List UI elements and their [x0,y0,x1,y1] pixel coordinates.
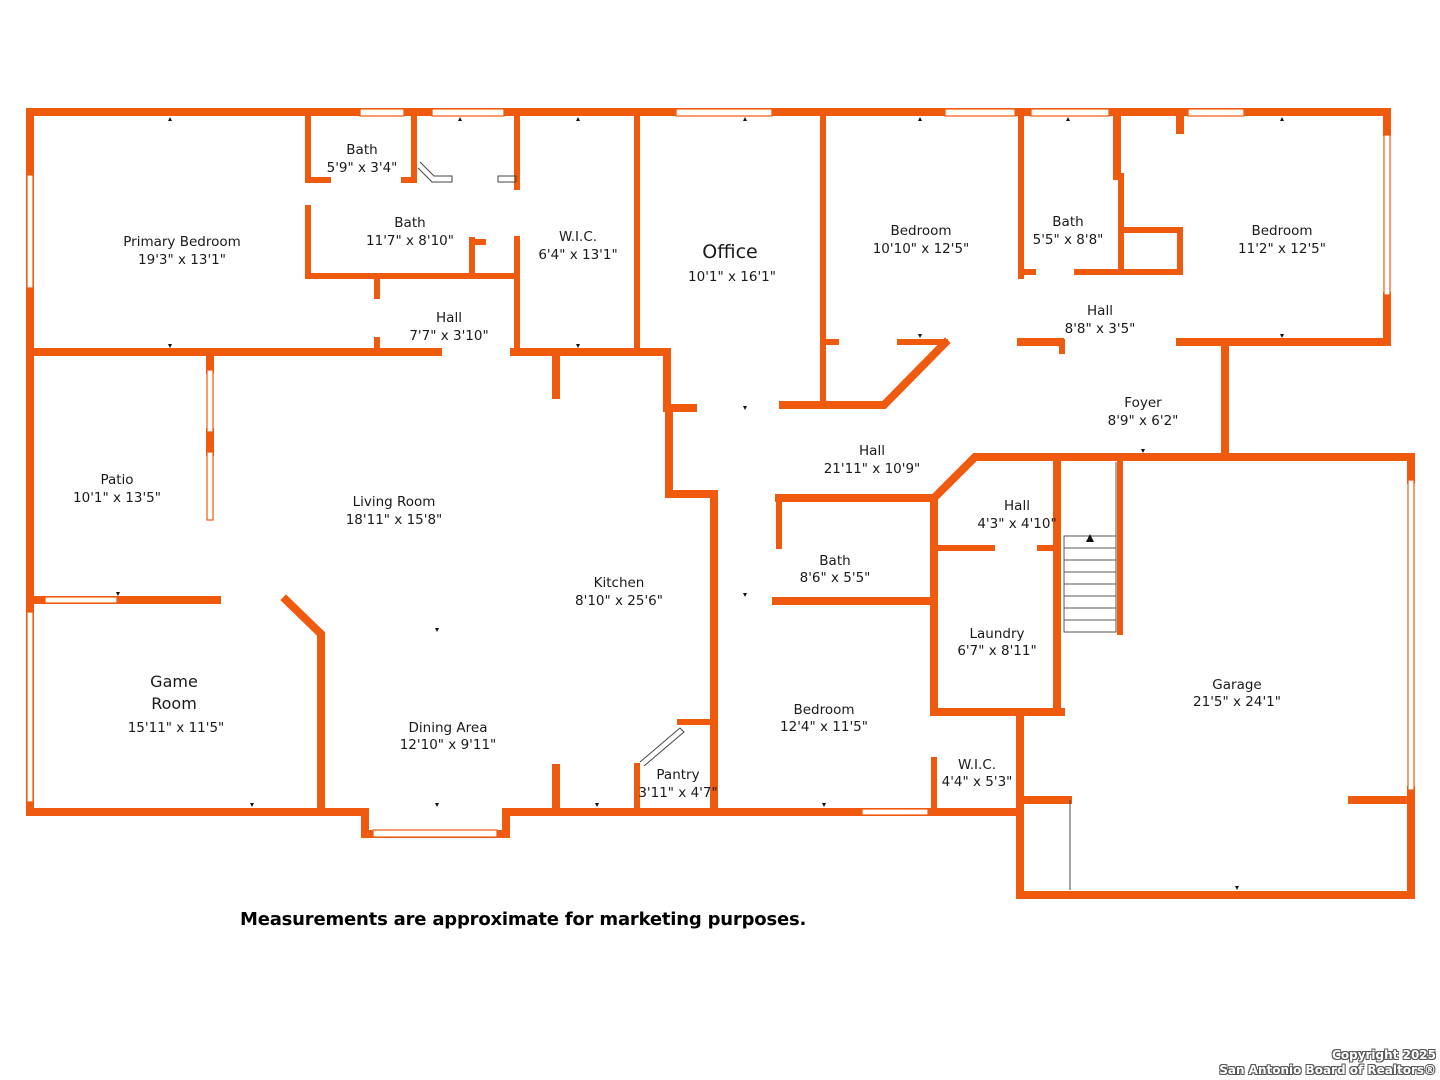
stair-arrow-icon [1086,534,1094,542]
room-name-wic-primary: W.I.C. [559,229,597,245]
room-dims-kitchen: 8'10" x 25'6" [575,593,663,609]
stairs [1063,462,1117,633]
room-name-game-room-line1: Game [150,672,198,691]
room-dims-wic-primary: 6'4" x 13'1" [538,247,617,263]
room-dims-office: 10'1" x 16'1" [688,269,776,285]
room-dims-patio: 10'1" x 13'5" [73,490,161,506]
room-name-living-room: Living Room [353,494,436,510]
copyright-line: Copyright 2025 [1332,1048,1436,1062]
disclaimer-note: Measurements are approximate for marketi… [240,909,807,930]
walls [26,108,1415,899]
room-dims-hall-primary: 7'7" x 3'10" [409,328,488,344]
room-dims-game-room: 15'11" x 11'5" [128,720,225,736]
room-labels: Primary Bedroom 19'3" x 13'1" Bath 5'9" … [73,142,1326,801]
room-name-bedroom-4: Bedroom [793,702,854,718]
room-name-primary-bedroom: Primary Bedroom [123,234,241,250]
room-dims-primary-bedroom: 19'3" x 13'1" [138,252,226,268]
room-dims-garage: 21'5" x 24'1" [1193,694,1281,710]
room-name-bedroom-3: Bedroom [1251,223,1312,239]
windows [26,108,1415,838]
room-name-wic-2: W.I.C. [958,757,996,773]
room-name-pantry: Pantry [656,767,699,783]
copyright-notice: Copyright 2025 San Antonio Board of Real… [1219,1048,1436,1078]
room-dims-bath-2: 5'5" x 8'8" [1033,232,1104,248]
room-dims-bath-primary: 11'7" x 8'10" [366,233,454,249]
room-name-hall-main: Hall [859,443,885,459]
room-name-bath-2: Bath [1052,214,1083,230]
room-name-bath-3: Bath [819,553,850,569]
room-dims-bedroom-3: 11'2" x 12'5" [1238,241,1326,257]
room-name-office: Office [702,241,757,263]
room-name-garage: Garage [1212,677,1261,693]
room-name-hall-east: Hall [1087,303,1113,319]
room-dims-bath-small: 5'9" x 3'4" [327,160,398,176]
room-dims-pantry: 3'11" x 4'7" [638,785,717,801]
room-name-foyer: Foyer [1124,395,1162,411]
room-name-laundry: Laundry [969,626,1024,642]
room-name-kitchen: Kitchen [594,575,645,591]
room-dims-bedroom-2: 10'10" x 12'5" [873,241,970,257]
room-dims-wic-2: 4'4" x 5'3" [942,774,1013,790]
room-dims-dining-area: 12'10" x 9'11" [400,737,497,753]
measure-ticks [116,117,1284,890]
room-dims-bedroom-4: 12'4" x 11'5" [780,719,868,735]
room-name-bedroom-2: Bedroom [890,223,951,239]
room-name-hall-primary: Hall [436,310,462,326]
room-dims-bath-3: 8'6" x 5'5" [800,570,871,586]
room-dims-living-room: 18'11" x 15'8" [346,512,443,528]
room-dims-hall-east: 8'8" x 3'5" [1065,321,1136,337]
room-dims-hall-small: 4'3" x 4'10" [977,516,1056,532]
room-name-bath-primary: Bath [394,215,425,231]
room-name-hall-small: Hall [1004,498,1030,514]
room-dims-hall-main: 21'11" x 10'9" [824,461,921,477]
room-dims-foyer: 8'9" x 6'2" [1108,413,1179,429]
room-dims-laundry: 6'7" x 8'11" [957,643,1036,659]
room-name-patio: Patio [100,472,133,488]
room-name-bath-small: Bath [346,142,377,158]
room-name-dining-area: Dining Area [409,720,488,736]
fixtures [417,161,1071,890]
room-name-game-room-line2: Room [151,694,197,713]
copyright-owner: San Antonio Board of Realtors® [1219,1063,1436,1077]
